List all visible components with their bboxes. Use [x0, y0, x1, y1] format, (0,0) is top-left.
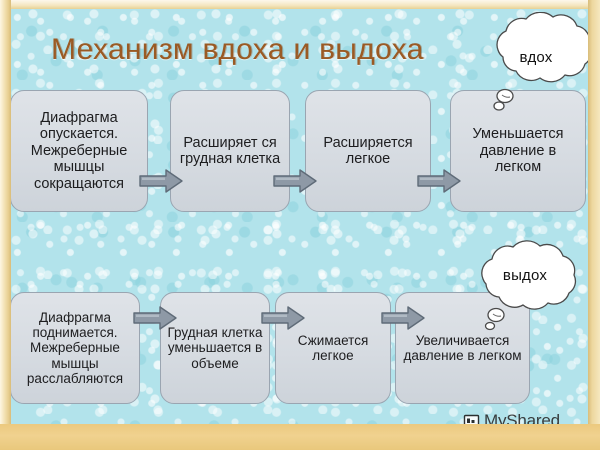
page-title: Механизм вдоха и выдоха	[51, 33, 424, 66]
exhale-step-2-label: Грудная клетка уменьшается в объеме	[167, 325, 263, 371]
exhale-step-1-label: Диафрагма поднимается. Межреберные мышцы…	[26, 309, 124, 386]
inhale-step-3-label: Расширяется легкое	[323, 134, 413, 167]
inhale-step-1[interactable]: Диафрагма опускается. Межреберные мышцы …	[11, 90, 148, 212]
watermark-text: MyShared	[484, 411, 560, 424]
frame-bottom-border	[0, 424, 600, 450]
inhale-arrow-1-to-2	[139, 168, 183, 194]
frame-right-border	[588, 0, 600, 450]
inhale-step-2[interactable]: Расширяет ся грудная клетка	[170, 90, 290, 212]
presentation-board-icon	[463, 413, 480, 424]
inhale-thought-bubble: вдох	[472, 11, 588, 112]
slide-background: Механизм вдоха и выдоха Диафрагма опуска…	[11, 9, 588, 424]
exhale-arrow-3-to-4	[381, 305, 425, 331]
exhale-step-1[interactable]: Диафрагма поднимается. Межреберные мышцы…	[11, 292, 140, 404]
inhale-step-1-label: Диафрагма опускается. Межреберные мышцы …	[30, 110, 128, 192]
frame-top-border	[0, 0, 600, 9]
exhale-bubble-label: выдох	[502, 267, 548, 284]
exhale-arrow-2-to-3	[261, 305, 305, 331]
exhale-arrow-1-to-2	[133, 305, 177, 331]
inhale-arrow-3-to-4	[417, 168, 461, 194]
inhale-arrow-2-to-3	[273, 168, 317, 194]
watermark: MyShared	[463, 411, 560, 424]
exhale-step-4[interactable]: Увеличивается давление в легком	[395, 292, 530, 404]
exhale-step-4-label: Увеличивается давление в легком	[403, 332, 522, 363]
frame-left-border	[0, 0, 11, 450]
inhale-bubble-label: вдох	[519, 49, 553, 66]
inhale-step-4-label: Уменьшается давление в легком	[472, 126, 564, 176]
inhale-step-4[interactable]: Уменьшается давление в легком	[450, 90, 586, 212]
inhale-step-3[interactable]: Расширяется легкое	[305, 90, 431, 212]
exhale-step-2[interactable]: Грудная клетка уменьшается в объеме	[160, 292, 270, 404]
exhale-step-3-label: Сжимается легкое	[297, 332, 369, 363]
inhale-step-2-label: Расширяет ся грудная клетка	[179, 134, 281, 167]
exhale-thought-bubble: выдох	[461, 237, 585, 333]
